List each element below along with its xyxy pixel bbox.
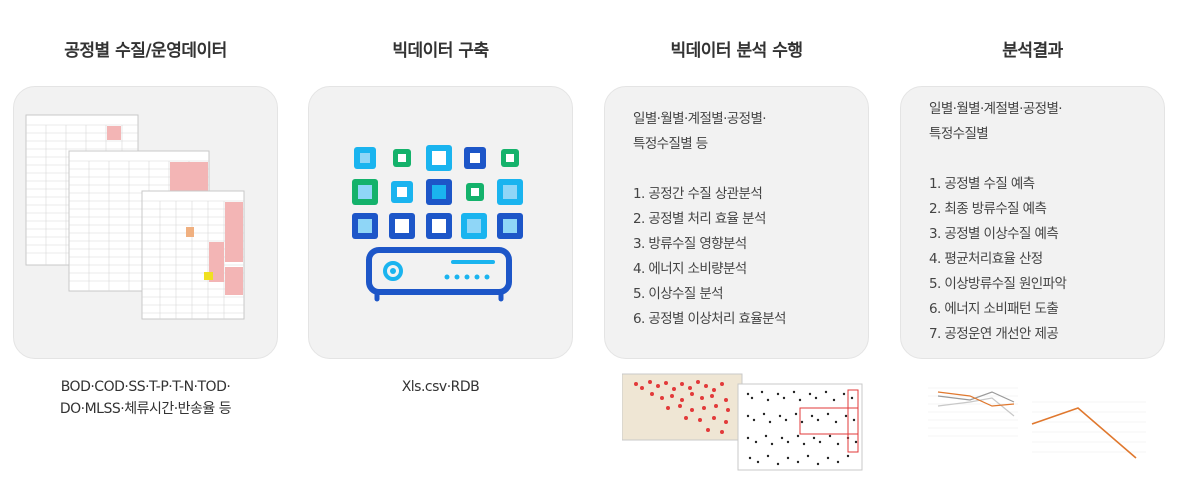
list-item: 6. 공정별 이상처리 효율분석 xyxy=(633,311,786,327)
analysis-list: 1. 공정간 수질 상관분석 2. 공정별 처리 효율 분석 3. 방류수질 영… xyxy=(633,182,854,332)
column-caption: Xls.csv·RDB xyxy=(308,376,573,398)
caption-line: Xls.csv·RDB xyxy=(401,379,480,395)
result-list: 1. 공정별 수질 예측 2. 최종 방류수질 예측 3. 공정별 이상수질 예… xyxy=(929,172,1150,347)
analysis-text: 일별·월별·계절별·공정별· 특정수질별 등 1. 공정간 수질 상관분석 2.… xyxy=(633,107,854,332)
list-item: 2. 최종 방류수질 예측 xyxy=(929,201,1047,217)
scope-line: 특정수질별 등 xyxy=(633,136,708,152)
list-item: 4. 에너지 소비량분석 xyxy=(633,261,747,277)
list-item: 5. 이상수질 분석 xyxy=(633,286,724,302)
column-caption: BOD·COD·SS·T-P·T-N·TOD· DO·MLSS·체류시간·반송율… xyxy=(13,376,278,420)
scope-line: 일별·월별·계절별·공정별· xyxy=(633,111,767,127)
caption-line: BOD·COD·SS·T-P·T-N·TOD· xyxy=(60,379,231,395)
list-item: 5. 이상방류수질 원인파악 xyxy=(929,276,1067,292)
scope-line: 특정수질별 xyxy=(929,126,989,142)
list-item: 1. 공정별 수질 예측 xyxy=(929,176,1035,192)
spreadsheet-image xyxy=(25,114,245,320)
server-card xyxy=(308,86,573,359)
list-item: 7. 공정운연 개선안 제공 xyxy=(929,326,1059,342)
column-title: 빅데이터 분석 수행 xyxy=(670,41,803,61)
server-icon xyxy=(352,145,523,302)
result-text: 일별·월별·계절별·공정별· 특정수질별 1. 공정별 수질 예측 2. 최종 … xyxy=(929,97,1150,347)
list-item: 3. 방류수질 영향분석 xyxy=(633,236,747,252)
result-card: 일별·월별·계절별·공정별· 특정수질별 1. 공정별 수질 예측 2. 최종 … xyxy=(900,86,1165,359)
scope-line: 일별·월별·계절별·공정별· xyxy=(929,101,1063,117)
caption-line: DO·MLSS·체류시간·반송율 등 xyxy=(59,401,232,417)
spreadsheet-card xyxy=(13,86,278,359)
analysis-card: 일별·월별·계절별·공정별· 특정수질별 등 1. 공정간 수질 상관분석 2.… xyxy=(604,86,869,359)
list-item: 3. 공정별 이상수질 예측 xyxy=(929,226,1059,242)
column-title: 빅데이터 구축 xyxy=(392,41,489,61)
list-item: 1. 공정간 수질 상관분석 xyxy=(633,186,763,202)
column-title: 분석결과 xyxy=(1002,41,1063,61)
result-scope: 일별·월별·계절별·공정별· 특정수질별 xyxy=(929,97,1150,147)
scatter-matrix-image xyxy=(622,373,863,471)
result-chart-image xyxy=(910,376,1148,474)
list-item: 6. 에너지 소비패턴 도출 xyxy=(929,301,1059,317)
analysis-scope: 일별·월별·계절별·공정별· 특정수질별 등 xyxy=(633,107,854,157)
column-title: 공정별 수질/운영데이터 xyxy=(64,41,227,61)
list-item: 2. 공정별 처리 효율 분석 xyxy=(633,211,766,227)
list-item: 4. 평균처리효율 산정 xyxy=(929,251,1043,267)
